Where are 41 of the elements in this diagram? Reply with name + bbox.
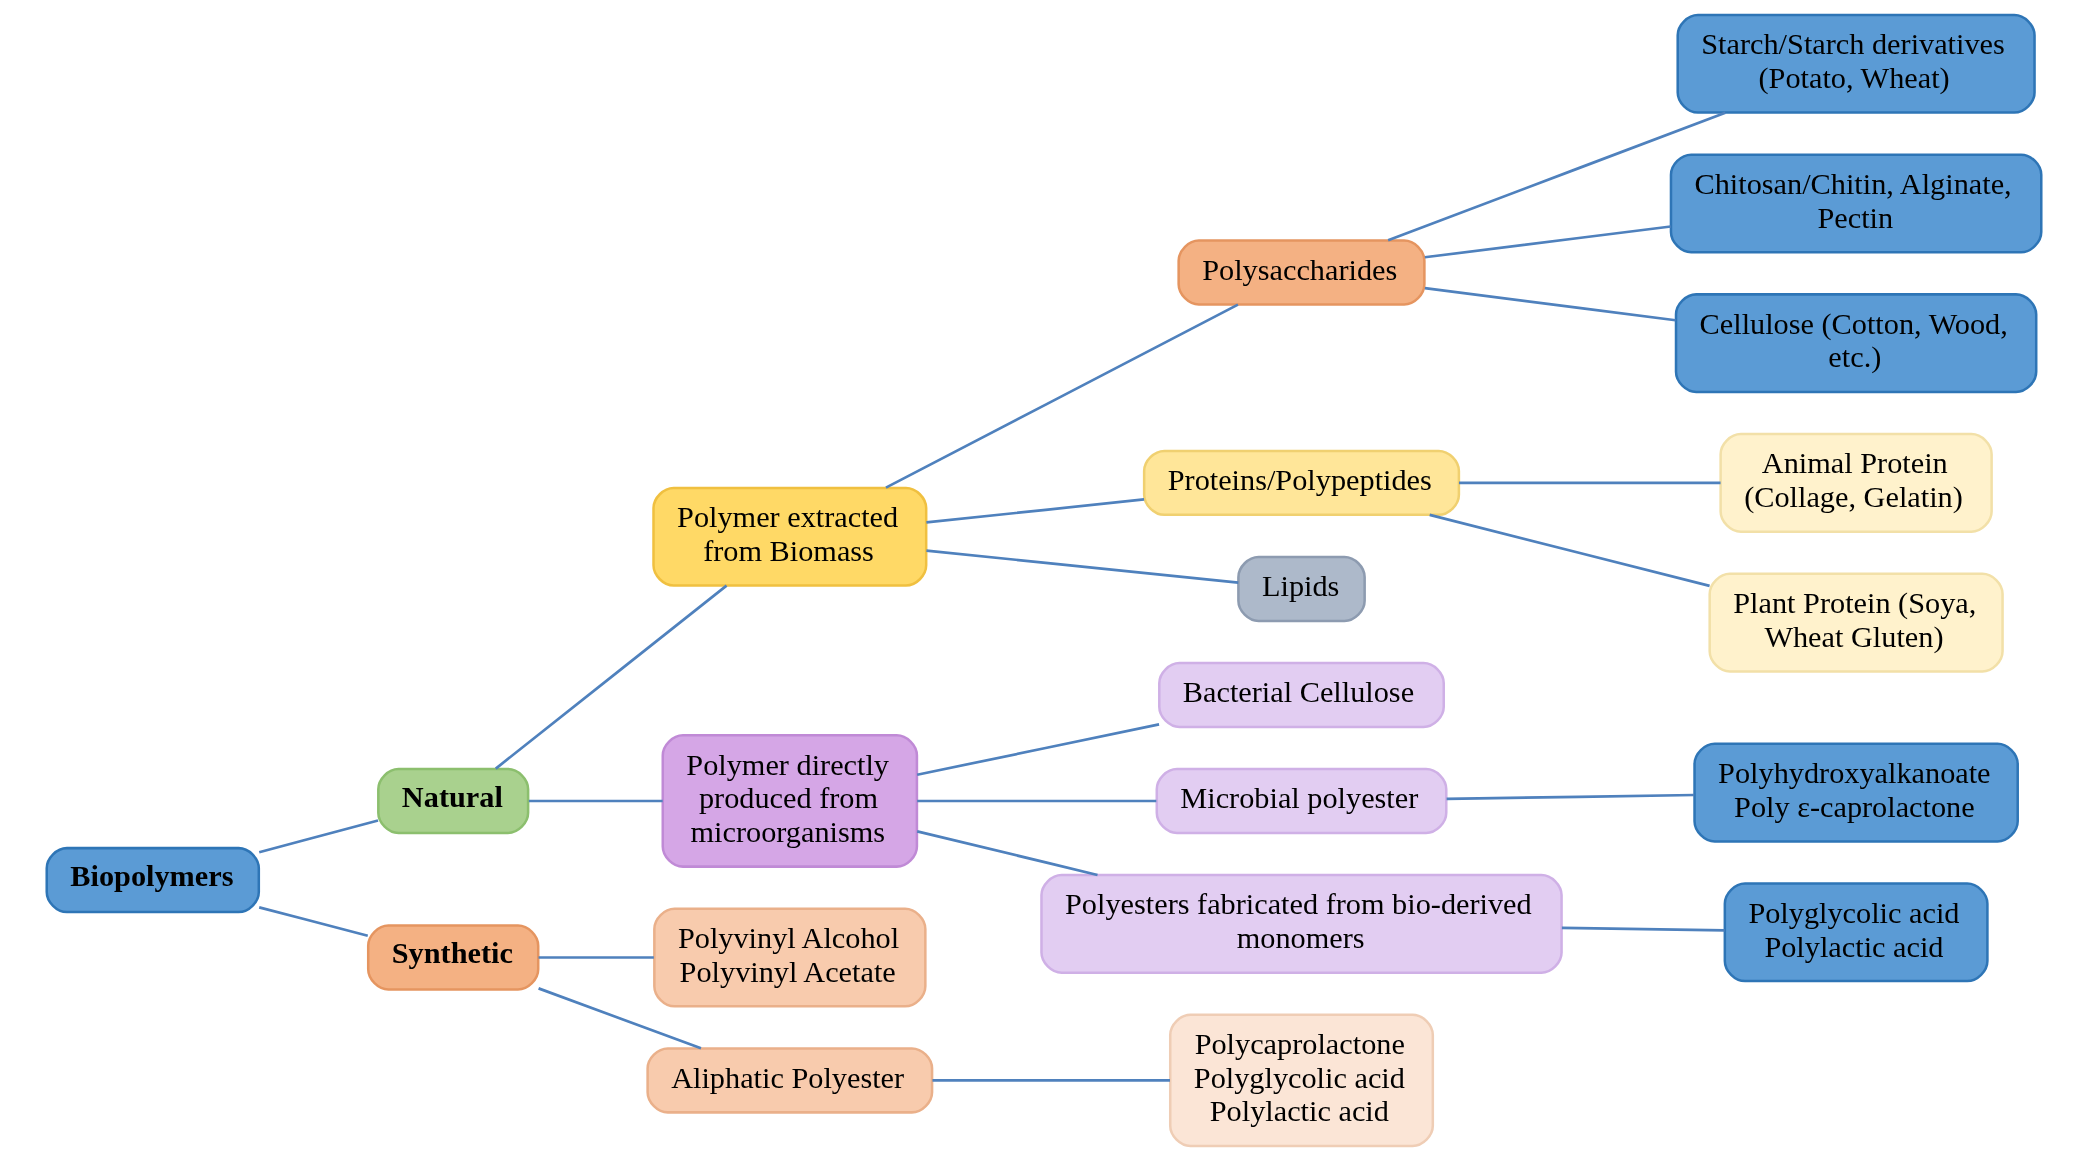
connector <box>1446 793 1695 801</box>
node-box: Microbial polyester <box>1155 767 1448 835</box>
connector <box>1424 286 1676 322</box>
node-box: Synthetic <box>366 924 540 991</box>
connector <box>528 799 663 803</box>
connector <box>258 819 379 854</box>
connector <box>1424 225 1671 259</box>
connector <box>1561 926 1725 932</box>
connector <box>916 830 1098 877</box>
connector <box>1387 111 1726 242</box>
connector <box>926 549 1239 584</box>
node-box: Polyglycolic acid Polylactic acid <box>1723 882 1989 983</box>
node-box: Polycaprolactone Polyglycolic acid Polylactic acid <box>1169 1013 1435 1148</box>
node-box: Polyvinyl Alcohol Polyvinyl Acetate <box>653 907 927 1008</box>
connector <box>916 723 1160 777</box>
node-box: Chitosan/Chitin, Alginate, Pectin <box>1669 153 2043 254</box>
node-box: Starch/Starch derivatives (Potato, Wheat) <box>1676 13 2036 114</box>
node-box: Proteins/Polypeptides <box>1142 449 1461 517</box>
connector <box>932 1079 1170 1082</box>
node-box: Aliphatic Polyester <box>646 1047 934 1114</box>
connector <box>885 303 1239 489</box>
node-box: Polymer extracted from Biomass <box>652 486 928 587</box>
connector <box>926 498 1145 524</box>
connector <box>1458 481 1721 485</box>
node-box: Polymer directly produced from microorganisms <box>661 734 919 868</box>
node-box: Polyhydroxyalkanoate Poly ε-caprolactone <box>1693 742 2019 843</box>
node-box: Polysaccharides <box>1177 239 1426 306</box>
node-box: Plant Protein (Soya, Wheat Gluten) <box>1708 572 2004 673</box>
connector <box>538 987 702 1050</box>
node-box: Biopolymers <box>45 846 261 914</box>
connector <box>258 906 369 937</box>
connector <box>538 956 654 959</box>
node-box: Polyesters fabricated from bio-derived monomers <box>1040 873 1563 974</box>
connector <box>494 584 728 770</box>
connector <box>917 799 1157 803</box>
node-box: Natural <box>377 767 530 835</box>
node-box: Cellulose (Cotton, Wood, etc.) <box>1674 293 2038 394</box>
node-box: Animal Protein (Collage, Gelatin) <box>1719 432 1993 533</box>
connector <box>1429 513 1710 588</box>
node-box: Lipids <box>1237 555 1366 623</box>
node-box: Bacterial Cellulose <box>1158 661 1445 729</box>
